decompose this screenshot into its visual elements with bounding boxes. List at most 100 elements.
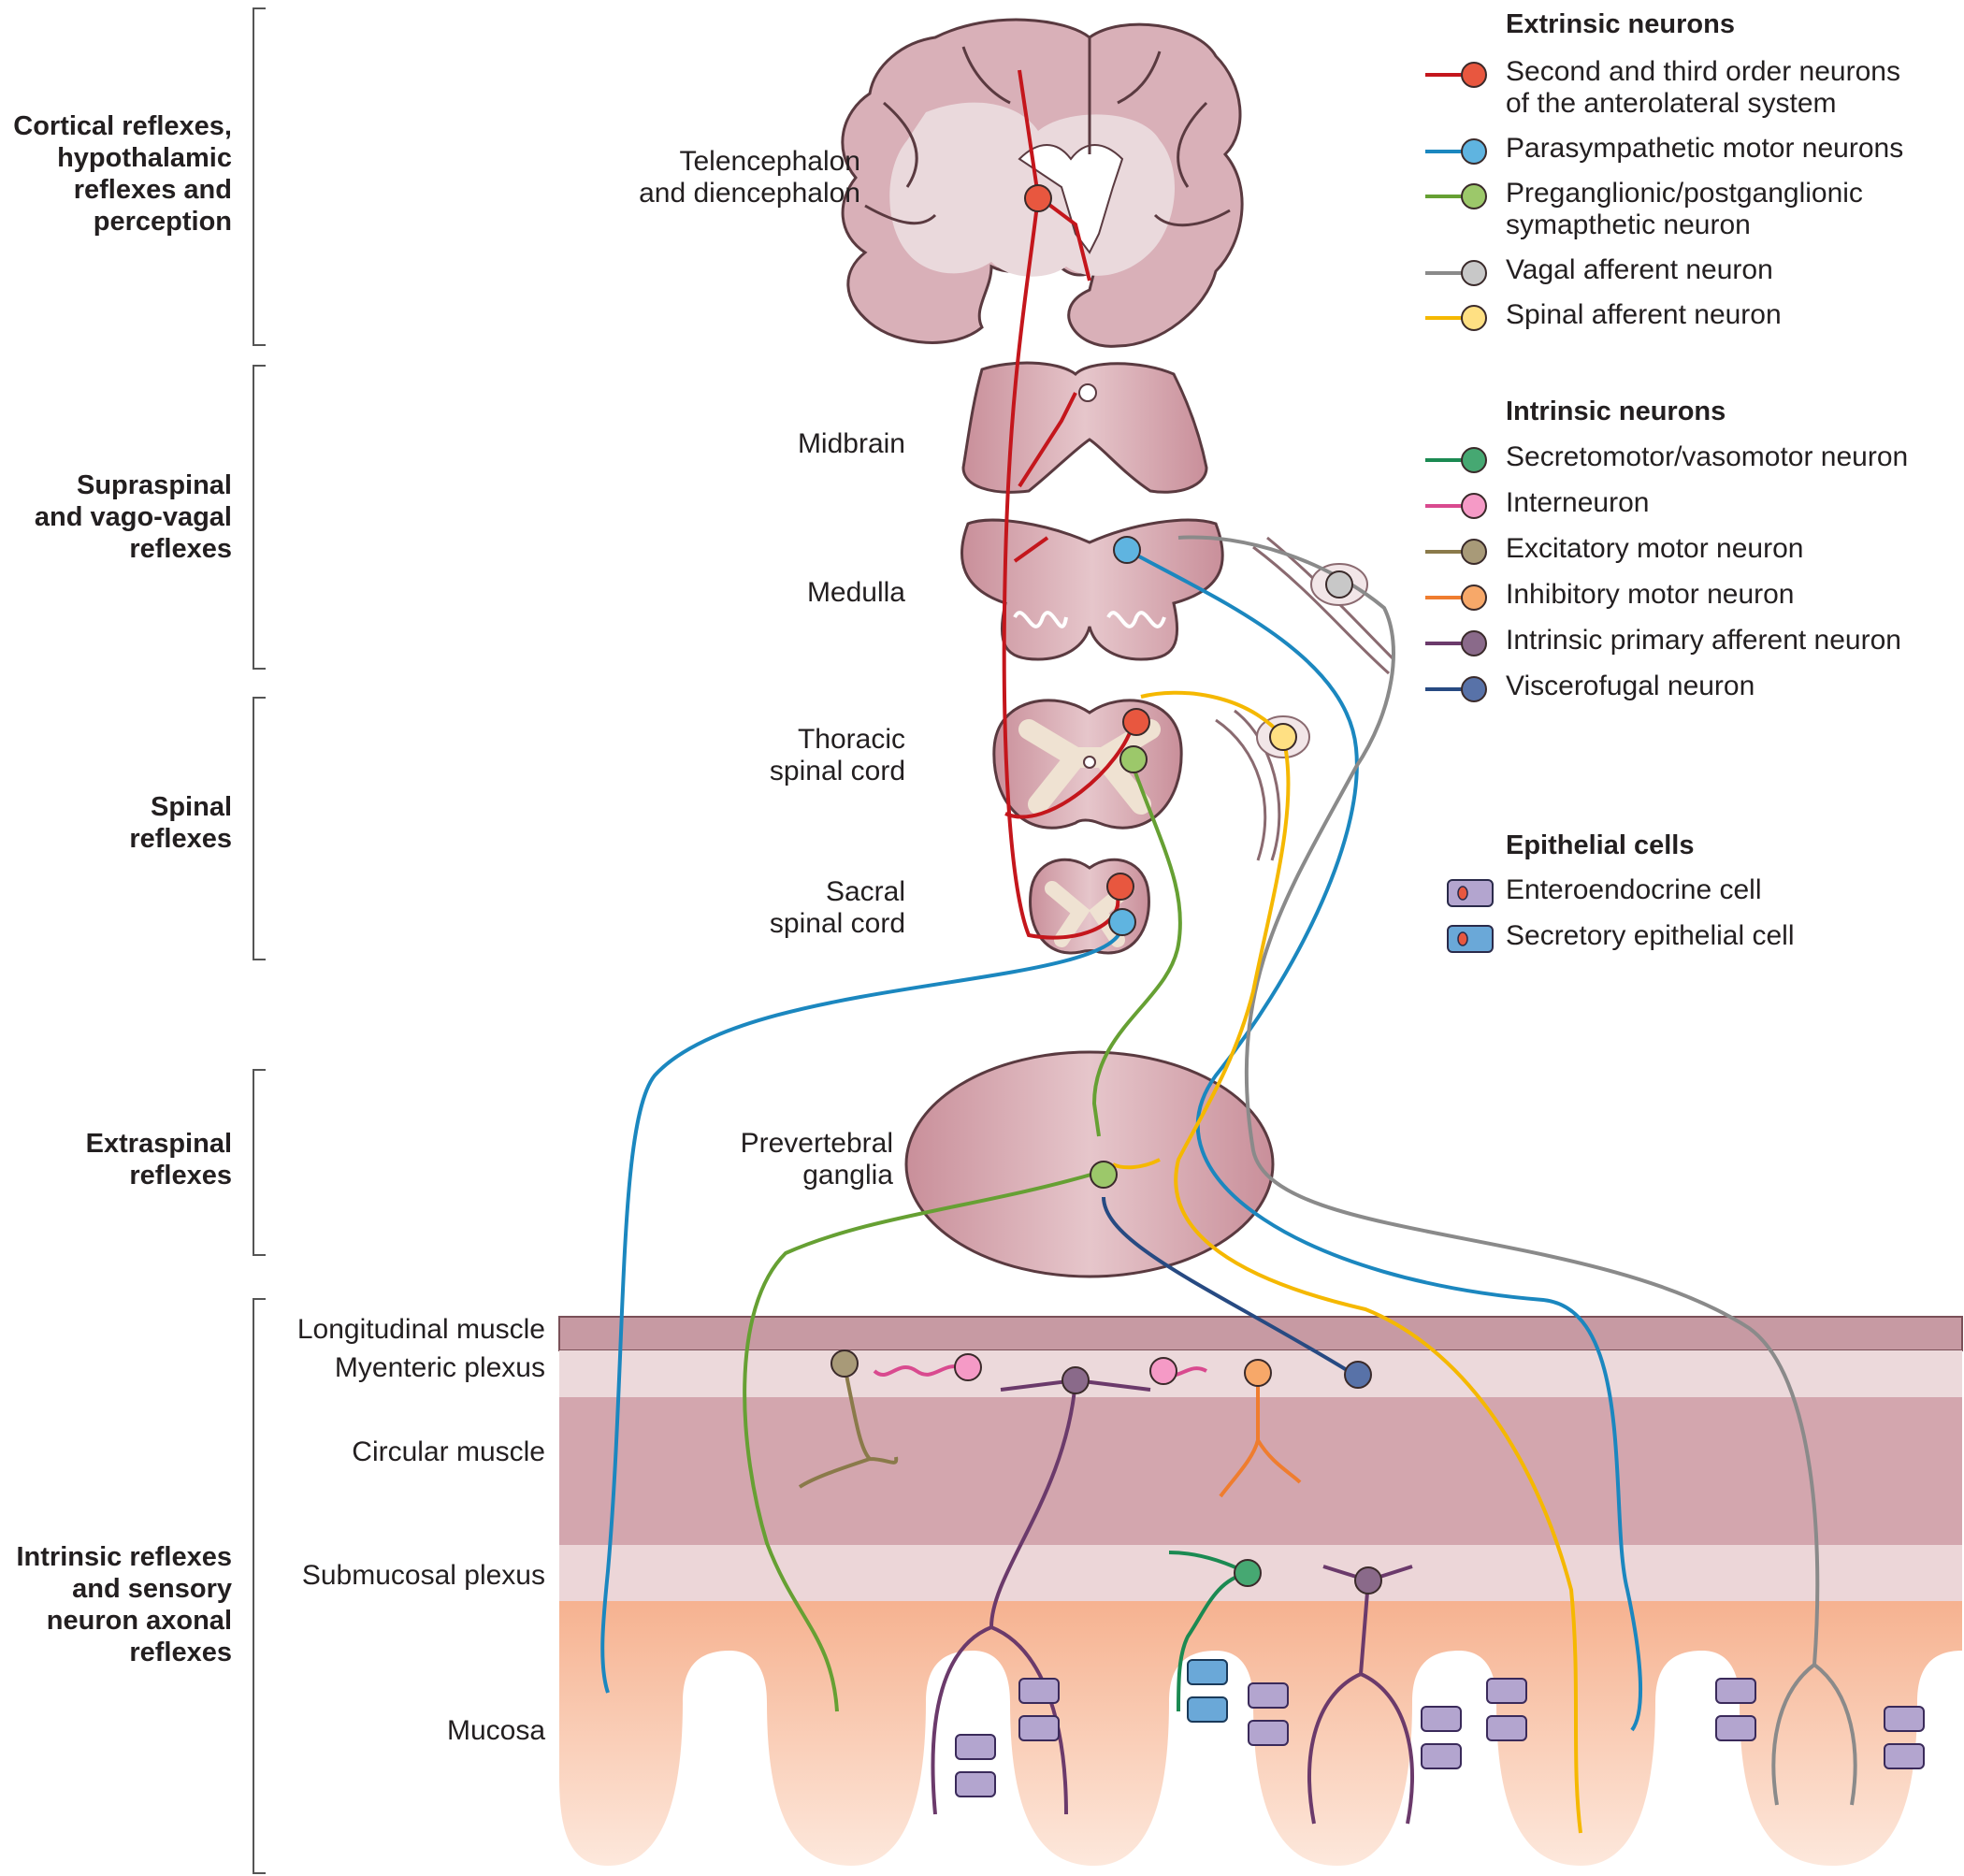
viscerofugal-soma <box>1344 1361 1372 1389</box>
legend-neuron-icon <box>1425 183 1487 209</box>
legend-neuron-icon <box>1425 447 1487 473</box>
vagal-afferent-pathway <box>1177 535 1857 1806</box>
bracket-extraspinal <box>253 1069 266 1256</box>
level-label-spinal: Spinal reflexes <box>129 792 232 854</box>
label-thoracic: Thoracic spinal cord <box>769 724 905 786</box>
enteroendocrine-cell <box>1018 1715 1060 1741</box>
label-prevertebral: Prevertebral ganglia <box>740 1128 893 1191</box>
bracket-supraspinal <box>253 365 266 670</box>
legend-neuron-icon <box>1425 62 1487 88</box>
brain-ventricle <box>1018 144 1124 254</box>
level-label-supraspinal: Supraspinal and vago-vagal reflexes <box>34 470 232 564</box>
interneuron-soma-2 <box>1149 1357 1177 1385</box>
enteroendocrine-cell <box>1884 1706 1925 1732</box>
legend-item-label: Excitatory motor neuron <box>1506 533 1804 564</box>
label-submucosal-plexus: Submucosal plexus <box>301 1560 545 1591</box>
enteroendocrine-cell <box>955 1734 996 1760</box>
enteroendocrine-cell <box>1486 1678 1527 1704</box>
legend-item-intrinsic: Intrinsic primary afferent neuron <box>1422 625 1964 671</box>
legend-item-label: Secretory epithelial cell <box>1506 920 1795 951</box>
sympathetic-pathway <box>743 761 1182 1712</box>
legend-item-epithelial: Enteroendocrine cell <box>1422 874 1964 921</box>
excitatory-motor-processes <box>798 1364 899 1489</box>
ipan-soma-myenteric <box>1061 1366 1090 1394</box>
spinal-afferent-soma <box>1269 723 1297 751</box>
gut-wall <box>558 1316 1963 1866</box>
level-label-extraspinal: Extraspinal reflexes <box>85 1129 232 1191</box>
prevertebral-ganglion <box>904 1050 1275 1278</box>
legend-title-intrinsic: Intrinsic neurons <box>1506 397 1726 426</box>
bracket-spinal <box>253 697 266 960</box>
enteroendocrine-cell <box>1248 1720 1289 1746</box>
bracket-cortical <box>253 7 266 346</box>
legend-item-intrinsic: Viscerofugal neuron <box>1422 671 1964 717</box>
interneuron-process-1 <box>873 1364 970 1378</box>
legend-item-label: Preganglionic/postganglionic symapthetic… <box>1506 178 1863 240</box>
parasympathetic-sacral-pathway <box>600 923 1124 1694</box>
level-label-intrinsic: Intrinsic reflexes and sensory neuron ax… <box>16 1542 233 1667</box>
label-telencephalon: Telencephalon and diencephalon <box>639 146 860 209</box>
enteroendocrine-cell <box>1421 1743 1462 1769</box>
excitatory-motor-soma <box>830 1349 859 1378</box>
secretory-epithelial-cell <box>1187 1659 1228 1685</box>
drg-sheath-inner <box>1234 709 1281 861</box>
thoracic-central-canal <box>1083 756 1096 769</box>
legend-item-extrinsic: Spinal afferent neuron <box>1422 299 1964 346</box>
enteroendocrine-cell <box>955 1771 996 1797</box>
label-myenteric-plexus: Myenteric plexus <box>334 1352 545 1383</box>
label-circular-muscle: Circular muscle <box>352 1436 545 1467</box>
interneuron-soma-1 <box>954 1353 982 1381</box>
legend-cell-icon <box>1447 879 1494 907</box>
olive-right <box>1106 611 1166 628</box>
sympathetic-neuron-soma-ganglion <box>1090 1161 1118 1189</box>
enteroendocrine-cell <box>1248 1682 1289 1709</box>
enteroendocrine-cell <box>1715 1678 1756 1704</box>
parasympathetic-vagal-pathway <box>1126 548 1643 1732</box>
legend-item-label: Enteroendocrine cell <box>1506 874 1762 905</box>
legend-item-label: Parasympathetic motor neurons <box>1506 133 1904 164</box>
enteroendocrine-cell <box>1486 1715 1527 1741</box>
secretomotor-soma <box>1234 1559 1262 1587</box>
legend-neuron-icon <box>1425 138 1487 165</box>
bracket-intrinsic <box>253 1298 266 1874</box>
legend-item-extrinsic: Second and third order neurons of the an… <box>1422 56 1964 119</box>
brain-sulcus <box>864 46 1231 227</box>
legend-neuron-icon <box>1425 493 1487 519</box>
legend-item-label: Secretomotor/vasomotor neuron <box>1506 441 1909 472</box>
red-neuron-soma <box>1024 184 1052 212</box>
medulla-section <box>960 518 1224 661</box>
legend-title-extrinsic: Extrinsic neurons <box>1506 9 1735 39</box>
enteroendocrine-cell <box>1421 1706 1462 1732</box>
secretory-epithelial-cell <box>1187 1696 1228 1723</box>
label-longitudinal-muscle: Longitudinal muscle <box>296 1314 545 1345</box>
midbrain-section <box>961 361 1208 494</box>
olive-left <box>1013 611 1068 628</box>
enteroendocrine-cell <box>1715 1715 1756 1741</box>
legend-item-label: Second and third order neurons of the an… <box>1506 56 1900 119</box>
red-neuron-soma-sacral <box>1106 873 1134 901</box>
label-medulla: Medulla <box>806 577 905 608</box>
ipan-soma-submucosal <box>1354 1566 1382 1595</box>
inhibitory-motor-soma <box>1244 1359 1272 1387</box>
level-label-cortical: Cortical reflexes, hypothalamic reflexes… <box>13 111 232 237</box>
brain-section <box>841 18 1244 348</box>
legend-item-label: Spinal afferent neuron <box>1506 299 1782 330</box>
legend-item-intrinsic: Excitatory motor neuron <box>1422 533 1964 580</box>
legend-item-intrinsic: Secretomotor/vasomotor neuron <box>1422 441 1964 488</box>
legend-item-label: Interneuron <box>1506 487 1650 518</box>
legend-item-intrinsic: Inhibitory motor neuron <box>1422 579 1964 626</box>
legend-item-extrinsic: Vagal afferent neuron <box>1422 254 1964 301</box>
sympathetic-neuron-soma-thoracic <box>1119 745 1148 773</box>
legend-item-label: Viscerofugal neuron <box>1506 671 1755 701</box>
red-neuron-soma-thoracic <box>1122 708 1150 736</box>
anterolateral-pathway <box>1002 69 1135 940</box>
circular-muscle-layer <box>559 1397 1962 1545</box>
enteroendocrine-cell <box>1884 1743 1925 1769</box>
parasympathetic-neuron-soma-sacral <box>1108 908 1136 936</box>
legend-item-label: Inhibitory motor neuron <box>1506 579 1795 610</box>
enteroendocrine-cell <box>1018 1678 1060 1704</box>
legend-item-epithelial: Secretory epithelial cell <box>1422 920 1964 967</box>
viscerofugal-pathway <box>1102 1196 1349 1372</box>
